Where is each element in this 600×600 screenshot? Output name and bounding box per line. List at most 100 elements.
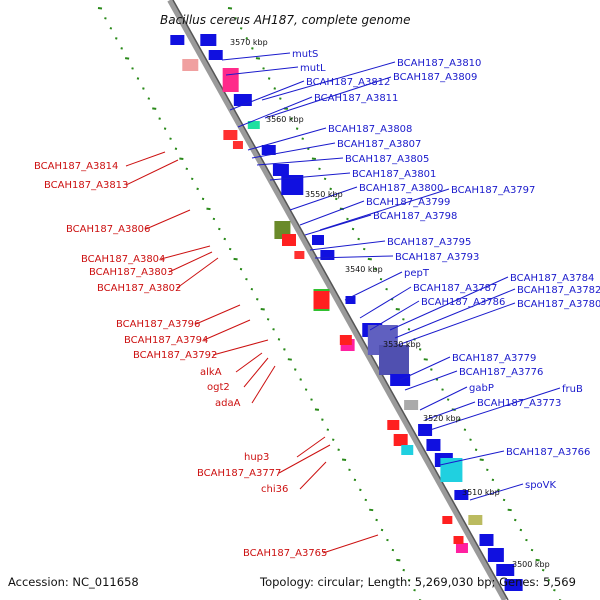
reverse-feature [182, 59, 199, 71]
forward-connector [289, 186, 358, 211]
gc-dash [169, 137, 172, 140]
forward-connector [394, 288, 516, 339]
gc-dash [212, 217, 216, 221]
gene-label-gabP[interactable]: gabP [469, 383, 494, 394]
gene-label-a3797[interactable]: BCAH187_A3797 [451, 185, 535, 196]
forward-feature [426, 439, 441, 451]
gene-label-a3793[interactable]: BCAH187_A3793 [395, 252, 479, 263]
gene-label-a3809[interactable]: BCAH187_A3809 [393, 72, 477, 83]
gene-label-spoVK[interactable]: spoVK [525, 480, 557, 491]
gene-label-a3782[interactable]: BCAH187_A3782 [517, 285, 600, 296]
gene-label-mutS[interactable]: mutS [292, 49, 318, 60]
gene-label-a3808[interactable]: BCAH187_A3808 [328, 124, 412, 135]
gene-label-a3796[interactable]: BCAH187_A3796 [116, 319, 200, 330]
genome-backbone-shadow [172, 0, 509, 600]
gene-label-ogt2[interactable]: ogt2 [207, 382, 230, 393]
gene-label-a3814[interactable]: BCAH187_A3814 [34, 161, 118, 172]
forward-feature [496, 564, 515, 576]
gc-dash [218, 227, 221, 231]
gene-label-a3766[interactable]: BCAH187_A3766 [506, 447, 590, 458]
gc-dash [272, 328, 275, 331]
forward-connector [397, 302, 516, 346]
forward-feature [418, 424, 433, 436]
forward-feature [261, 145, 276, 155]
gene-label-a3802[interactable]: BCAH187_A3802 [97, 283, 181, 294]
reverse-connector [176, 257, 219, 289]
gene-label-a3799[interactable]: BCAH187_A3799 [366, 197, 450, 208]
forward-connector [469, 483, 524, 501]
gene-label-adaA[interactable]: adaA [215, 398, 241, 409]
gene-label-a3780[interactable]: BCAH187_A3780 [517, 299, 600, 310]
gene-label-a3805[interactable]: BCAH187_A3805 [345, 154, 429, 165]
gc-dash [391, 548, 395, 552]
gc-dash [441, 388, 444, 391]
gc-dash [307, 147, 310, 150]
reverse-connector [145, 209, 191, 230]
gene-label-a3807[interactable]: BCAH187_A3807 [337, 139, 421, 150]
gene-label-a3773[interactable]: BCAH187_A3773 [477, 398, 561, 409]
gene-label-fruB[interactable]: fruB [562, 384, 583, 395]
gc-dash [331, 438, 335, 441]
forward-feature [200, 34, 217, 46]
gene-label-a3801[interactable]: BCAH187_A3801 [352, 169, 436, 180]
gene-label-a3811[interactable]: BCAH187_A3811 [314, 93, 398, 104]
forward-connector [261, 61, 396, 101]
gene-label-a3803[interactable]: BCAH187_A3803 [89, 267, 173, 278]
gc-dash [304, 388, 308, 391]
gene-label-a3800[interactable]: BCAH187_A3800 [359, 183, 443, 194]
forward-connector [404, 370, 458, 391]
gene-label-a3798[interactable]: BCAH187_A3798 [373, 211, 457, 222]
gene-label-pepT[interactable]: pepT [404, 268, 430, 279]
forward-connector [344, 271, 403, 301]
reverse-connector [125, 151, 166, 167]
forward-feature [233, 94, 252, 106]
reverse-feature [313, 291, 330, 309]
gene-label-a3794[interactable]: BCAH187_A3794 [124, 335, 208, 346]
gc-dash [402, 568, 405, 572]
gene-label-a3784[interactable]: BCAH187_A3784 [510, 273, 594, 284]
gene-label-hup3[interactable]: hup3 [244, 452, 269, 463]
gene-label-a3795[interactable]: BCAH187_A3795 [387, 237, 471, 248]
reverse-feature [282, 234, 296, 246]
gc-dash [290, 117, 293, 120]
gc-dash [97, 7, 103, 10]
forward-connector [424, 401, 476, 421]
forward-feature [281, 175, 304, 195]
gc-dash [152, 107, 157, 110]
gene-label-mutL[interactable]: mutL [300, 63, 326, 74]
gc-dash [326, 428, 330, 431]
reverse-connector [125, 159, 179, 186]
gc-dash [131, 67, 134, 70]
gc-dash [435, 378, 439, 381]
gc-dash [196, 187, 199, 191]
gene-label-a3777[interactable]: BCAH187_A3777 [197, 468, 281, 479]
gene-label-a3786[interactable]: BCAH187_A3786 [421, 297, 505, 308]
forward-connector [439, 450, 505, 466]
gene-label-a3813[interactable]: BCAH187_A3813 [44, 180, 128, 191]
gene-label-a3804[interactable]: BCAH187_A3804 [81, 254, 165, 265]
ruler-label-3540: 3540 kbp [345, 265, 383, 274]
gene-label-a3812[interactable]: BCAH187_A3812 [306, 77, 390, 88]
gene-label-a3776[interactable]: BCAH187_A3776 [459, 367, 543, 378]
gc-dash [507, 508, 512, 512]
gc-dash [233, 257, 238, 261]
gc-dash [486, 468, 489, 472]
gene-label-a3787[interactable]: BCAH187_A3787 [413, 283, 497, 294]
gc-dash [287, 358, 292, 361]
gene-label-a3810[interactable]: BCAH187_A3810 [397, 58, 481, 69]
gene-label-a3806[interactable]: BCAH187_A3806 [66, 224, 150, 235]
gc-dash [362, 247, 366, 251]
gc-dash [367, 257, 372, 261]
gene-label-a3792[interactable]: BCAH187_A3792 [133, 350, 217, 361]
gc-dash [525, 538, 528, 542]
gc-dash [295, 127, 299, 130]
gene-label-a3779[interactable]: BCAH187_A3779 [452, 353, 536, 364]
gene-label-alkA[interactable]: alkA [200, 367, 222, 378]
ruler-label-3550: 3550 kbp [305, 190, 343, 199]
gene-label-chi36[interactable]: chi36 [261, 484, 288, 495]
reverse-connector [160, 245, 211, 260]
gc-dash [147, 97, 151, 100]
gene-label-a3765[interactable]: BCAH187_A3765 [243, 548, 327, 559]
reverse-feature [455, 543, 468, 553]
forward-connector [429, 387, 561, 431]
